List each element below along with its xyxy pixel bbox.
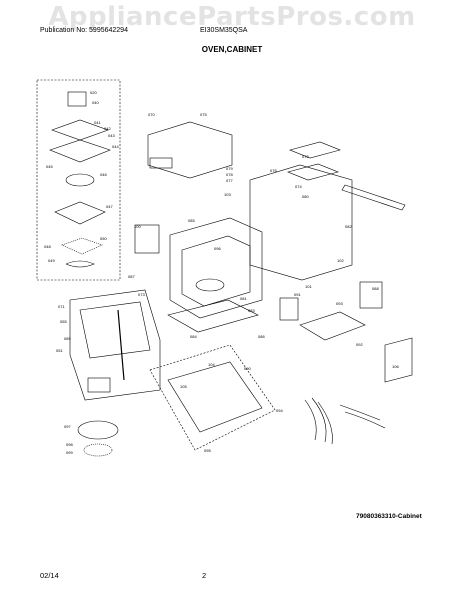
top-vent-assembly (147, 121, 233, 179)
part-label: 106 (392, 364, 399, 369)
inset-plate-2 (49, 139, 111, 163)
inset-fan (65, 173, 95, 187)
part-label: 104 (208, 362, 215, 367)
part-label: 042 (104, 126, 111, 131)
model-number: EI30SM35QSA (200, 27, 248, 34)
part-label: 082 (345, 224, 352, 229)
part-label: 045 (46, 164, 53, 169)
part-label: 076 (270, 168, 277, 173)
transformer (359, 281, 383, 309)
part-label: 049 (48, 258, 55, 263)
part-label: 097 (64, 424, 71, 429)
inset-filter (61, 237, 103, 255)
part-label: 078 (226, 172, 233, 177)
magnetron (279, 297, 299, 321)
glass-tray (77, 420, 119, 440)
inset-heater (65, 260, 95, 268)
section-title: OVEN,CABINET (201, 45, 263, 54)
cabinet-top-parts-2 (287, 163, 339, 181)
oven-cavity (169, 217, 263, 319)
part-label: 046 (100, 172, 107, 177)
cavity-panel (134, 224, 160, 254)
figure-code: 79080363310-Cabinet (356, 513, 422, 520)
wire-harness-2 (339, 404, 386, 429)
publication-number: Publication No: 5995642294 (40, 27, 128, 34)
part-label: 073 (138, 292, 145, 297)
part-label: 041 (94, 120, 101, 125)
part-label: 083 (248, 308, 255, 313)
part-label: 091 (294, 292, 301, 297)
inset-box (36, 79, 121, 281)
part-label: 044 (112, 144, 119, 149)
door (69, 289, 161, 401)
part-label: 048 (44, 244, 51, 249)
part-label: 047 (106, 204, 113, 209)
page-number: 2 (202, 571, 207, 580)
part-label: 098 (66, 442, 73, 447)
part-label: 075 (200, 112, 207, 117)
part-label: 051 (56, 348, 63, 353)
wire-harness (304, 397, 333, 445)
roller-ring (83, 443, 113, 457)
part-label: 072 (302, 154, 309, 159)
part-label: 081 (240, 296, 247, 301)
part-label: 055 (60, 319, 67, 324)
base-plate-outline (149, 344, 276, 451)
footer-date: 02/14 (40, 571, 59, 580)
part-label: 105 (180, 384, 187, 389)
part-label: 079 (226, 166, 233, 171)
part-label: 070 (148, 112, 155, 117)
part-label: 095 (204, 448, 211, 453)
inset-plate-1 (51, 119, 109, 141)
oven-cavity-inner (181, 235, 251, 307)
callouts: 020 040 041 042 043 044 045 046 047 048 … (44, 90, 399, 455)
part-label: 103 (224, 192, 231, 197)
door-handle (117, 309, 125, 381)
part-label: 092 (356, 342, 363, 347)
part-label: 043 (108, 133, 115, 138)
part-label: 088 (372, 286, 379, 291)
part-label: 096 (214, 246, 221, 251)
part-label: 077 (226, 178, 233, 183)
door-window (79, 301, 151, 359)
part-label: 094 (276, 408, 283, 413)
cabinet-top-parts (289, 141, 341, 159)
part-label: 050 (100, 236, 107, 241)
part-label: 089 (64, 336, 71, 341)
right-side-panel (384, 337, 413, 383)
part-label: 086 (258, 334, 265, 339)
part-label: 100 (134, 224, 141, 229)
inset-motor (67, 91, 87, 107)
top-vent-part (149, 157, 173, 169)
part-label: 085 (188, 218, 195, 223)
inset-plate-3 (54, 201, 106, 225)
part-label: 090 (244, 366, 251, 371)
control-box (299, 311, 366, 341)
part-label: 102 (337, 258, 344, 263)
watermark: AppliancePartsPros.com (48, 2, 416, 32)
part-label: 093 (336, 301, 343, 306)
part-label: 074 (295, 184, 302, 189)
base-plate (167, 361, 263, 433)
part-label: 099 (66, 450, 73, 455)
bottom-tray (167, 299, 259, 333)
part-label: 071 (58, 304, 65, 309)
part-label: 084 (190, 334, 197, 339)
part-label: 087 (128, 274, 135, 279)
part-label: 020 (90, 90, 97, 95)
part-label: 080 (302, 194, 309, 199)
right-trim-rail (341, 184, 406, 211)
part-label: 101 (305, 284, 312, 289)
manual-bag (87, 377, 111, 393)
outer-cabinet (249, 164, 353, 281)
part-label: 040 (92, 100, 99, 105)
turntable-motor-area (195, 278, 225, 292)
